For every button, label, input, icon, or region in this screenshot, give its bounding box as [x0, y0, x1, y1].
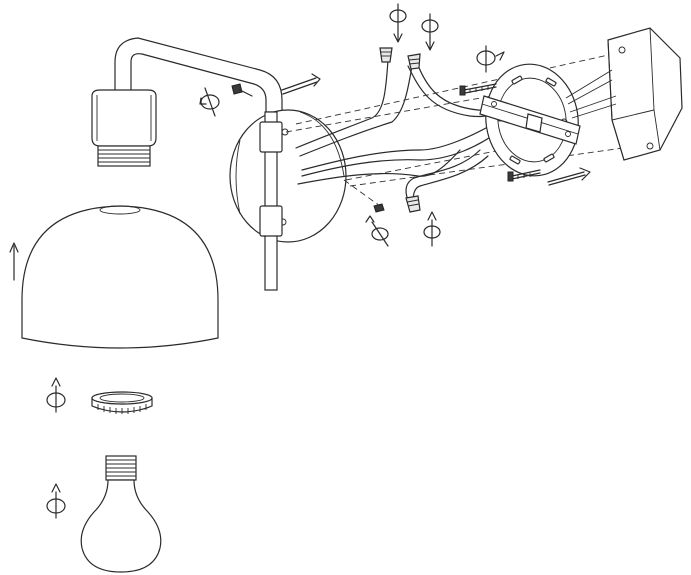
wire-connector-2: [407, 53, 421, 70]
dome-shade: [21, 205, 219, 349]
rotate-icon-arm: [199, 87, 220, 117]
rotate-icon-connector-2: [421, 13, 439, 51]
rotate-icon-connector-3: [423, 211, 441, 247]
wall-plate: [229, 109, 347, 243]
arrow-bracket-right: [547, 167, 591, 186]
bracket-screw-bottom: [507, 169, 541, 182]
rotate-icon-bracket: [476, 45, 505, 73]
plate-screw-bottom: [373, 203, 385, 213]
arm-screw: [231, 83, 253, 97]
arrow-plate-right: [281, 73, 321, 95]
rotate-icon-connector-1: [389, 3, 407, 43]
lamp-socket: [91, 89, 157, 167]
rotate-icon-bulb: [46, 483, 66, 519]
wire-connector-3: [405, 195, 421, 213]
ring-nut: [91, 391, 153, 414]
bracket-screw-top: [459, 83, 497, 96]
light-bulb: [80, 455, 162, 573]
mounting-bar: [479, 95, 581, 145]
wire-connector-1: [379, 47, 393, 63]
junction-box-wires: [565, 69, 617, 119]
vertical-rod: [259, 111, 283, 291]
rotate-icon-plate-screw: [365, 215, 389, 247]
shade-up-arrow: [9, 242, 19, 281]
rotate-icon-ring: [46, 377, 66, 413]
junction-box: [607, 27, 683, 161]
